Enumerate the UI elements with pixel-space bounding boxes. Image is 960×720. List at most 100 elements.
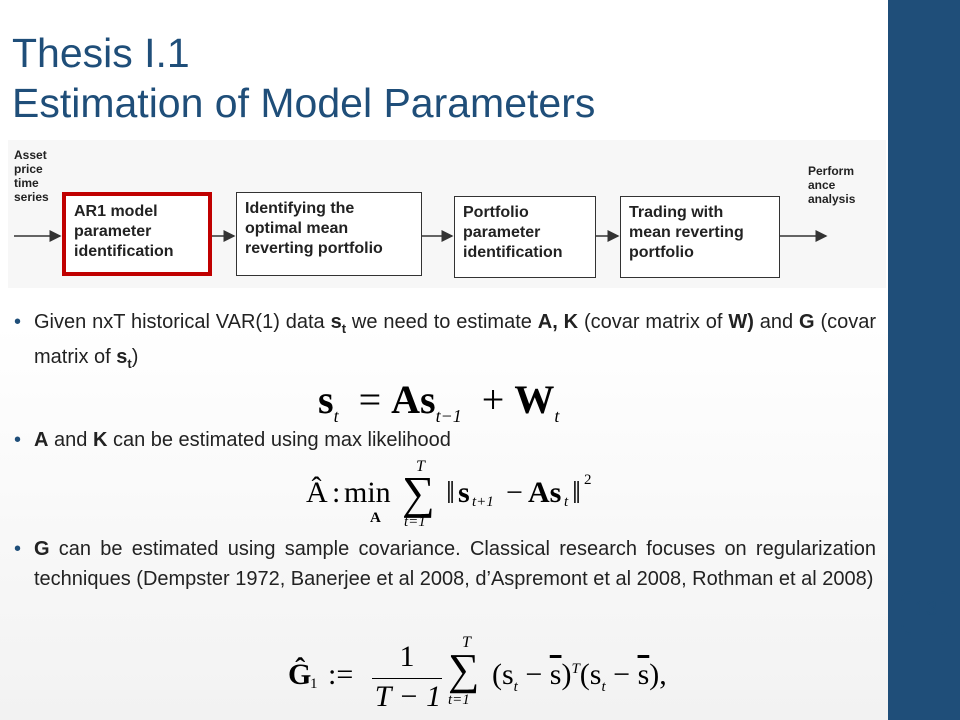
title-line-1: Thesis I.1 (12, 30, 190, 76)
text: (covar matrix of (34, 311, 877, 368)
text: Given nxT historical VAR(1) data (34, 311, 331, 333)
eq-sub: T (462, 634, 471, 651)
eq-symbol: − (506, 476, 523, 509)
input-label-line: price (14, 162, 43, 176)
page-number-brackets-icon (901, 591, 951, 635)
text: A (34, 429, 49, 451)
equation-var1: st =Ast−1 +Wt (318, 378, 559, 438)
step-box-4: Trading with mean reverting portfolio (620, 196, 780, 278)
eq-sub: t (333, 406, 339, 426)
eq-symbol: s (458, 476, 470, 509)
eq-sub: A (370, 510, 381, 526)
text: can be estimated using max likelihood (107, 429, 451, 451)
text: (covar matrix of (578, 311, 729, 333)
eq-sub: t (513, 679, 518, 695)
step-2-line: Identifying the (245, 200, 355, 217)
input-label-line: time (14, 176, 39, 190)
page-number: 13 (914, 598, 938, 620)
bullet-3: • G can be estimated using sample covari… (14, 534, 876, 594)
eq-symbol: min (344, 476, 391, 509)
input-label: Asset price time series (14, 148, 49, 204)
text: can be estimated using sample covariance… (34, 538, 876, 590)
eq-symbol: s (637, 658, 650, 691)
bullet-1: • Given nxT historical VAR(1) data st we… (14, 308, 877, 378)
slide-title: Thesis I.1 Estimation of Model Parameter… (12, 28, 595, 128)
output-label-line: Perform (808, 164, 855, 178)
eq-symbol: Â (306, 476, 328, 509)
slide-background (0, 0, 888, 720)
text: W) (728, 311, 754, 333)
sum-icon: ∑ (402, 467, 435, 518)
eq-sub: t+1 (472, 494, 494, 510)
text: s (116, 346, 128, 368)
step-2-line: optimal mean (245, 220, 349, 237)
eq-terms: (st − s)T(st − s), (492, 658, 667, 696)
eq-sup: T (571, 661, 580, 677)
eq-sub: t (554, 406, 560, 426)
bullet-dot-icon: • (14, 429, 22, 451)
step-box-2: Identifying the optimal mean reverting p… (236, 192, 422, 276)
eq-symbol: As (528, 476, 562, 509)
eq-symbol: + (481, 377, 505, 422)
text: we need to estimate (346, 311, 538, 333)
right-sidebar (888, 0, 960, 720)
text: A, K (537, 311, 579, 333)
step-3-line: Portfolio (463, 204, 529, 221)
eq-sub: 1 (310, 676, 318, 692)
equation-sample-covariance: Ĝ 1 := 1 T − 1 T ∑ t=1 (st − s)T(st − s)… (288, 634, 668, 720)
step-4-line: Trading with (629, 204, 724, 221)
text: G (799, 311, 815, 333)
step-3-line: identification (463, 244, 563, 261)
bullet-dot-icon: • (14, 311, 22, 333)
output-label-line: ance (808, 178, 836, 192)
step-box-3: Portfolio parameter identification (454, 196, 596, 278)
eq-sub: t (601, 679, 606, 695)
bullet-2: • A and K can be estimated using max lik… (14, 426, 876, 455)
eq-fraction-den: T − 1 (374, 680, 442, 713)
eq-sub: t=1 (448, 692, 470, 708)
eq-symbol: := (328, 658, 354, 691)
text: G (34, 538, 50, 560)
eq-symbol: s (420, 377, 436, 422)
process-diagram: Asset price time series AR1 model parame… (8, 140, 886, 288)
eq-symbol: Ĝ (288, 658, 312, 691)
bullet-dot-icon: • (14, 538, 22, 560)
step-4-line: portfolio (629, 244, 694, 261)
text: ) (131, 346, 139, 368)
eq-sup: 2 (584, 472, 592, 488)
eq-symbol: (s (579, 658, 602, 691)
eq-symbol: s (549, 658, 562, 691)
step-1-line: parameter (74, 223, 152, 240)
text: s (330, 311, 342, 333)
eq-symbol: : (332, 476, 341, 509)
text: K (92, 429, 108, 451)
equation-max-likelihood: Â : min A T ∑ t=1 ‖ s t+1 − As t ‖ 2 (306, 458, 592, 530)
eq-sub: t=1 (404, 514, 426, 530)
eq-symbol: ) (561, 658, 572, 691)
eq-symbol: = (358, 377, 382, 422)
eq-symbol: ), (649, 658, 667, 691)
sum-icon: ∑ (448, 645, 480, 694)
eq-symbol: s (318, 377, 334, 422)
step-2-line: reverting portfolio (245, 240, 383, 257)
text: and (753, 311, 799, 333)
step-4-line: mean reverting (629, 224, 744, 241)
eq-fraction-num: 1 (399, 640, 415, 673)
flow-arrows (14, 230, 828, 242)
eq-sub: t−1 (435, 406, 462, 426)
output-label: Perform ance analysis (808, 164, 855, 206)
step-box-1: AR1 model parameter identification (62, 192, 212, 276)
step-1-line: identification (74, 243, 174, 260)
fraction-bar (372, 678, 442, 679)
text: and (48, 429, 93, 451)
input-label-line: Asset (14, 148, 47, 162)
eq-symbol: − (605, 658, 638, 691)
step-1-line: AR1 model (74, 203, 158, 220)
eq-sub: T (416, 458, 425, 475)
title-line-2: Estimation of Model Parameters (12, 80, 596, 126)
eq-sub: t (564, 494, 569, 510)
eq-symbol: (s (492, 658, 514, 691)
text: t (341, 321, 347, 336)
output-label-line: analysis (808, 192, 856, 206)
eq-symbol: − (517, 658, 550, 691)
